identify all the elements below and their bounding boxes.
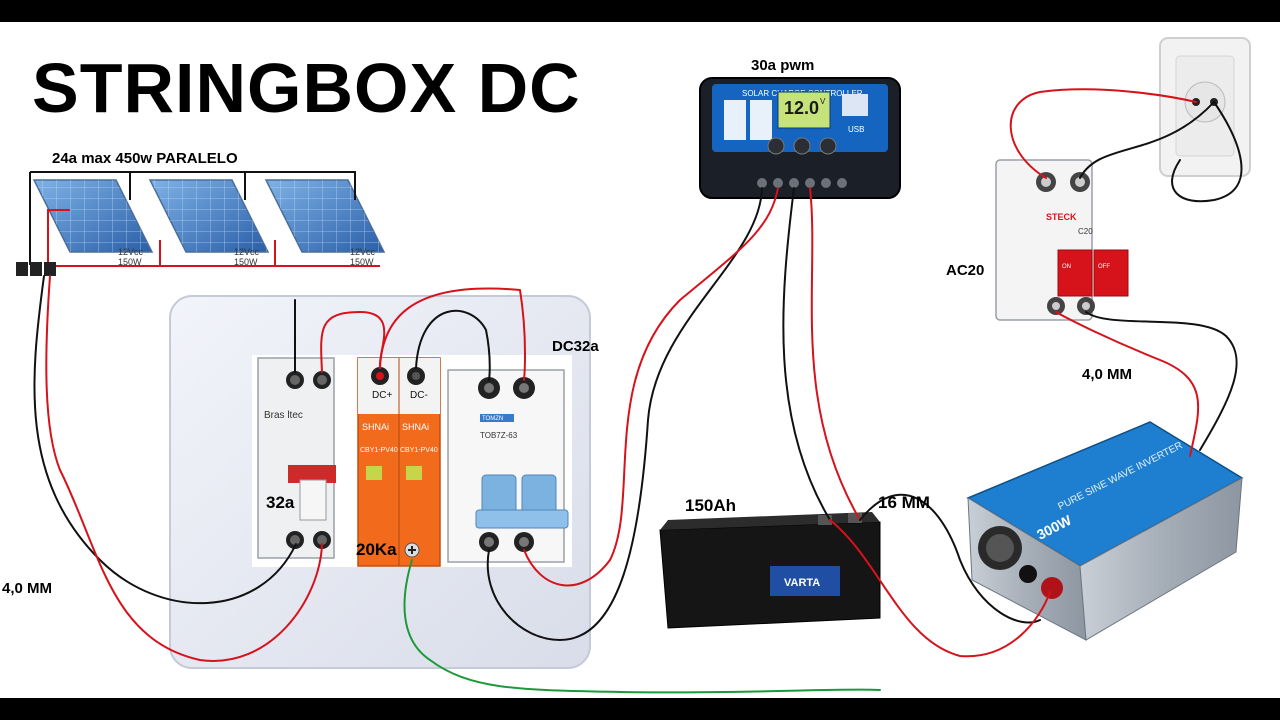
- cable-4mm-left-label: 4,0 MM: [2, 580, 53, 597]
- panel-voltage: 12Vcc: [350, 247, 376, 257]
- solar-panel-array: 12Vcc 150W 12Vcc 150W 12Vcc 150W: [16, 171, 386, 276]
- mc4-connector-icon: [16, 262, 56, 276]
- dc-breaker-32a: Bras ltec: [257, 357, 336, 559]
- cable-4mm-right-label: 4,0 MM: [1082, 366, 1133, 383]
- battery-capacity-label: 150Ah: [685, 496, 737, 515]
- breaker-brand: Bras ltec: [264, 410, 303, 421]
- battery-brand: VARTA: [784, 577, 820, 589]
- ac-breaker-off: OFF: [1098, 264, 1110, 270]
- top-letterbox-bar: [0, 0, 1280, 22]
- controller-terminals: [757, 178, 847, 188]
- panel-voltage: 12Vcc: [118, 247, 144, 257]
- panel-voltage: 12Vcc: [234, 247, 260, 257]
- ac20-label: AC20: [946, 262, 985, 279]
- charge-controller: SOLAR CHARGE CONTROLLER 12.0 V USB: [699, 77, 901, 199]
- dps-plus-label: DC+: [372, 390, 392, 401]
- dps-brand: SHNAi: [362, 422, 389, 432]
- inverter: PURE SINE WAVE INVERTER 300W: [966, 421, 1244, 641]
- breaker-32a-label: 32a: [266, 493, 295, 512]
- wires: [33, 88, 1243, 694]
- controller-label: 30a pwm: [751, 57, 815, 74]
- solar-panel: 12Vcc 150W: [264, 179, 386, 267]
- dps-model: CBY1-PV40: [360, 447, 398, 454]
- wall-outlet: [1159, 37, 1251, 177]
- ground-icon: [404, 542, 420, 558]
- page-title: STRINGBOX DC: [32, 49, 581, 127]
- dc32a-label: DC32a: [552, 338, 599, 355]
- panel-parallel-wiring: [29, 171, 380, 267]
- ac-breaker-on: ON: [1062, 264, 1071, 270]
- battery: VARTA: [659, 512, 881, 629]
- bottom-letterbox-bar: [0, 698, 1280, 720]
- panels-spec-label: 24a max 450w PARALELO: [52, 150, 238, 167]
- dps-minus-label: DC-: [410, 390, 428, 401]
- ac-breaker-brand: STECK: [1046, 212, 1077, 222]
- panel-power: 150W: [118, 257, 142, 267]
- ac-breaker-steck: STECK C20 ON OFF: [995, 159, 1129, 321]
- breaker-brand: TOMZN: [482, 416, 503, 422]
- breaker-model: TOB7Z-63: [480, 431, 518, 440]
- dps-brand: SHNAi: [402, 422, 429, 432]
- controller-display-value: 12.0: [784, 98, 819, 118]
- ac-breaker-rating: C20: [1078, 227, 1093, 236]
- panel-power: 150W: [350, 257, 374, 267]
- controller-usb-label: USB: [848, 125, 864, 134]
- controller-display-unit: V: [820, 97, 826, 106]
- dps-surge-protector: DC+ DC- SHNAi SHNAi CBY1-PV40 CBY1-PV40: [357, 357, 441, 567]
- solar-panel: 12Vcc 150W: [148, 179, 270, 267]
- solar-panel: 12Vcc 150W: [32, 179, 154, 267]
- cable-16mm-label: 16 MM: [878, 493, 930, 512]
- dps-model: CBY1-PV40: [400, 447, 438, 454]
- dps-20ka-label: 20Ka: [356, 540, 397, 559]
- panel-power: 150W: [234, 257, 258, 267]
- dc-breaker-tomzn: TOMZN TOB7Z-63: [447, 369, 569, 563]
